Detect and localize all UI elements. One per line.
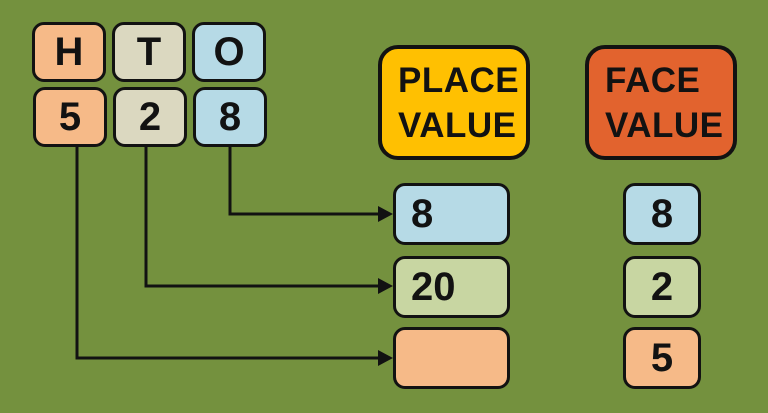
face-value-heading-line2: VALUE [605, 105, 724, 145]
place-value-hundreds-result-blank [393, 327, 510, 389]
arrowhead-hundreds [378, 350, 393, 366]
face-value-heading: FACE VALUE [585, 45, 737, 160]
arrowhead-tens [378, 278, 393, 294]
place-value-heading-line1: PLACE [398, 60, 520, 100]
arrow-ones-to-place-value [228, 144, 380, 216]
arrowhead-ones [378, 206, 393, 222]
face-value-heading-line1: FACE [605, 60, 701, 100]
face-value-tens-result: 2 [623, 256, 701, 318]
arrow-hundreds-to-place-value [75, 144, 380, 360]
column-header-ones: O [192, 22, 266, 82]
face-value-hundreds-result: 5 [623, 327, 701, 389]
digit-ones: 8 [193, 87, 267, 147]
column-header-tens: T [112, 22, 186, 82]
face-value-ones-result: 8 [623, 183, 701, 245]
digit-tens: 2 [113, 87, 187, 147]
arrow-tens-to-place-value [144, 144, 380, 288]
place-value-ones-result: 8 [393, 183, 510, 245]
place-value-heading: PLACE VALUE [378, 45, 530, 160]
place-value-tens-result: 20 [393, 256, 510, 318]
place-value-heading-line2: VALUE [398, 105, 517, 145]
digit-hundreds: 5 [33, 87, 107, 147]
column-header-hundreds: H [32, 22, 106, 82]
